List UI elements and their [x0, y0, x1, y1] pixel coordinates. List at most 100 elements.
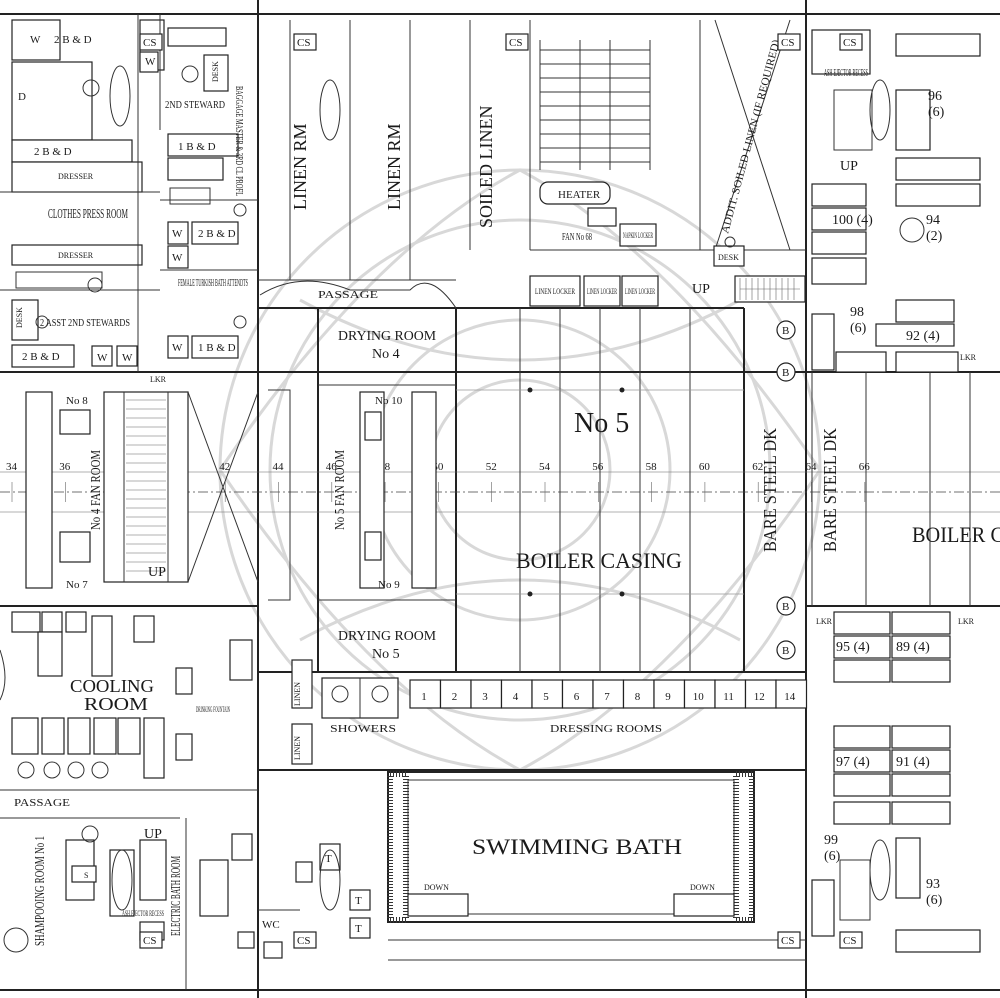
locker-s-label: S [84, 871, 88, 880]
dressing-room-number: 1 [421, 691, 427, 703]
dressing-room-number: 4 [513, 691, 519, 703]
cooling-room-labels: COOLING ROOM DRINKING FOUNTAIN PASSAGE [14, 676, 230, 809]
dressing-room-number: 8 [635, 691, 641, 703]
cabin-98-berths: (6) [850, 321, 867, 336]
fan-no8-label: No 8 [66, 395, 88, 407]
swimming-bath [387, 771, 806, 961]
cs-marker-1: CS [143, 37, 156, 49]
bottom-left-rooms [3, 818, 300, 990]
dressing-room-cell [531, 679, 564, 709]
soiled-linen-chute [539, 40, 651, 170]
bare-steel-deck-right: BARE STEEL DK [820, 428, 840, 552]
drying-room-5-number: No 5 [372, 647, 400, 662]
stair-rungs [126, 278, 795, 897]
boiler-no5-label: No 5 [574, 408, 629, 439]
fan-room-4-label: No 4 FAN ROOM [89, 450, 104, 530]
boiler-casing-label: BOILER CASING [516, 548, 682, 573]
cs-marker-8: CS [781, 935, 794, 947]
frame-number: 56 [592, 461, 604, 473]
cabin-97: 97 (4) [836, 755, 870, 770]
left-upper-labels: W 2 B & D D 2 B & D DRESSER CLOTHES PRES… [15, 34, 248, 364]
cs-marker-7: CS [297, 935, 310, 947]
berth-label-2bd: 2 B & D [54, 34, 92, 46]
left-upper-cabins [0, 14, 258, 372]
additional-soiled-linen: ADDIT. SOILED LINEN (IF REQUIRED) [719, 38, 782, 235]
dressing-room-number: 5 [543, 691, 549, 703]
cabin-94-berths: (2) [926, 229, 943, 244]
soiled-linen-room: SOILED LINEN [476, 106, 496, 228]
berth-label-d: D [18, 91, 26, 103]
bulkhead-marker-2: B [782, 367, 789, 379]
cs-markers: CS CS CS CS CS CS CS CS CS [139, 33, 863, 949]
drying-room-4-title: DRYING ROOM [338, 329, 437, 344]
cabin-95: 95 (4) [836, 640, 870, 655]
dressing-room-number: 9 [665, 691, 671, 703]
cabin-89: 89 (4) [896, 640, 930, 655]
dressing-room-cell [714, 679, 747, 709]
wc-label: WC [262, 919, 280, 931]
frame-number: 60 [699, 461, 711, 473]
locker-label-a: LKR [816, 617, 833, 626]
dresser-label-b: DRESSER [58, 251, 94, 260]
bulkhead-marker-4: B [782, 645, 789, 657]
cs-marker-9: CS [843, 935, 856, 947]
cabin-94: 94 [926, 213, 940, 228]
fan-room-5-label: No 5 FAN ROOM [333, 450, 348, 530]
frame-number: 34 [6, 461, 18, 473]
bulkhead-marker-3: B [782, 601, 789, 613]
berth-label-w-c: W [122, 352, 133, 364]
napkin-locker-label: NAPKIN LOCKER [623, 231, 653, 240]
frame-number: 36 [59, 461, 71, 473]
desk-label-a: DESK [15, 307, 24, 328]
frame-number: 54 [539, 461, 551, 473]
dressing-room-number: 10 [693, 691, 705, 703]
dressing-room-cell [500, 679, 533, 709]
bulkhead-marker-1: B [782, 325, 789, 337]
frame-number: 44 [273, 461, 285, 473]
down-left-label: DOWN [424, 883, 449, 892]
cs-marker-4: CS [781, 37, 794, 49]
dressing-room-cell [653, 679, 686, 709]
berth-label-w-g: W [172, 342, 183, 354]
cooling-room-title: COOLING [70, 676, 154, 696]
cabin-93-berths: (6) [926, 893, 943, 908]
passage-bottom-label: PASSAGE [14, 797, 70, 809]
second-steward-room: 2ND STEWARD [165, 99, 225, 111]
linen-locker-2: LINEN LOCKER [587, 287, 617, 296]
baggage-master-room: BAGGAGE MASTER & 3RD CL PROFL [233, 86, 245, 196]
passage-top-label: PASSAGE [318, 289, 378, 301]
dressing-room-cell [409, 679, 442, 709]
boiler-casing-grid [456, 308, 744, 672]
frame-number: 42 [219, 461, 230, 473]
up-stair-label-right: UP [840, 159, 858, 174]
boiler-labels: No 5 BOILER CASING BARE STEEL DK BARE ST… [516, 320, 1000, 660]
drying-fan-labels: DRYING ROOM No 4 DRYING ROOM No 5 No 5 F… [66, 329, 437, 662]
cabin-91: 91 (4) [896, 755, 930, 770]
desk-label-c: DESK [211, 61, 220, 82]
dressing-room-number: 14 [784, 691, 796, 703]
berth-label-w-b: W [97, 352, 108, 364]
linen-block [258, 19, 806, 309]
drying-room-5-title: DRYING ROOM [338, 629, 437, 644]
cs-marker-5: CS [843, 37, 856, 49]
showers-label: SHOWERS [330, 723, 396, 735]
locker-label-c: LKR [960, 353, 977, 362]
frame-number: 64 [806, 461, 818, 473]
dressing-room-cell [439, 679, 472, 709]
drinking-fountain-label: DRINKING FOUNTAIN [196, 705, 230, 714]
right-cabin-labels: ASH EJECTOR RECESS UP 96 (6) 100 (4) 94 … [150, 67, 977, 908]
ash-ejector-bottom-label: ASH EJECTOR RECESS [122, 909, 164, 918]
heater-label: HEATER [558, 189, 601, 201]
cabin-99-berths: (6) [824, 849, 841, 864]
bottom-left-labels: SHAMPOOING ROOM No 1 ASH EJECTOR RECESS … [33, 827, 280, 946]
swimming-bath-labels: SWIMMING BATH DOWN DOWN [424, 834, 715, 892]
berth-label-w-e: W [172, 228, 183, 240]
female-turkish-bath-attendants: FEMALE TURKISH BATH ATTENDTS [178, 277, 248, 289]
dressing-room-cell [592, 679, 625, 709]
berth-label-2bd-d: 2 B & D [198, 228, 236, 240]
dressing-rooms-label: DRESSING ROOMS [550, 723, 662, 735]
cabin-93: 93 [926, 877, 940, 892]
